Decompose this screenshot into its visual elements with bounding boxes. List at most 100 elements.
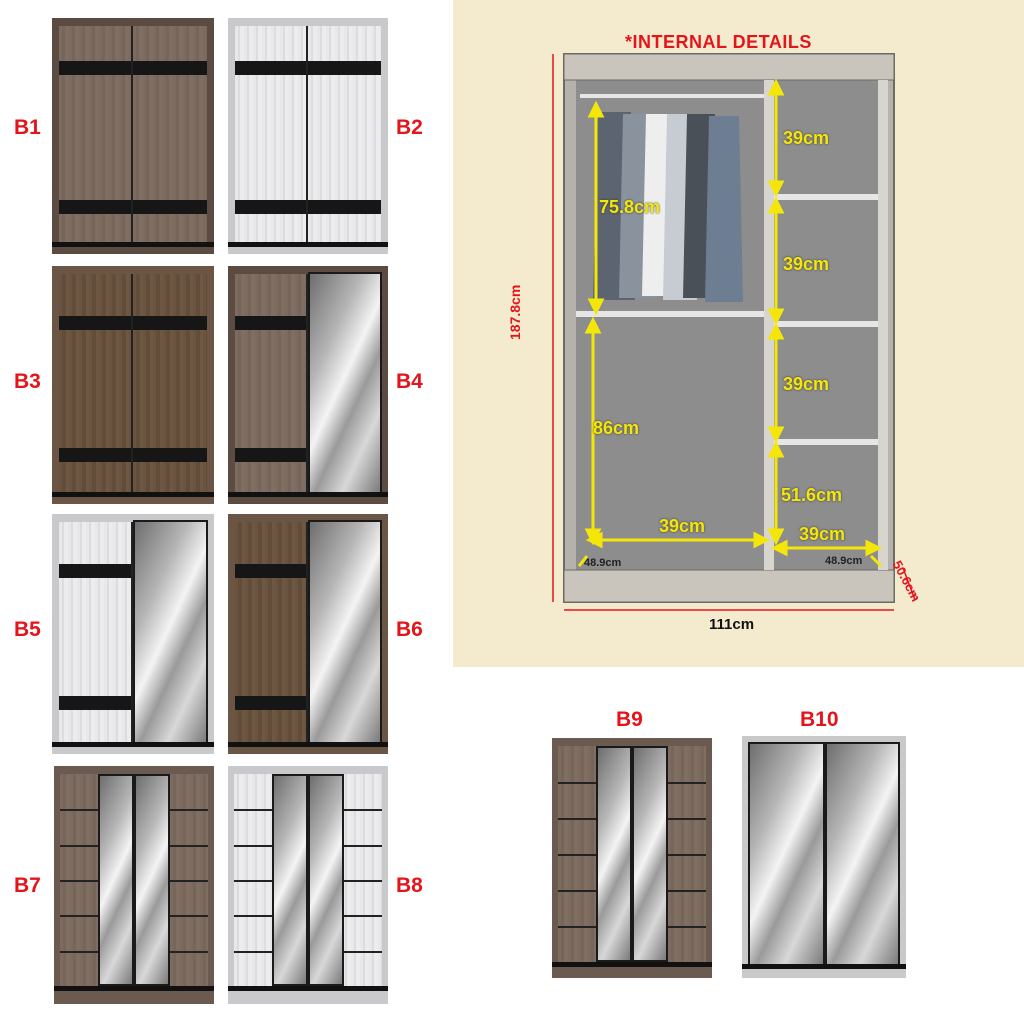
- panel-divider: [344, 880, 382, 882]
- variant-label-b5: B5: [14, 618, 41, 641]
- black-band: [133, 316, 207, 330]
- right-depth-label: 48.9cm: [825, 555, 863, 567]
- wardrobe-b2[interactable]: [228, 18, 388, 254]
- black-band: [133, 448, 207, 462]
- mirror-strip: [98, 774, 134, 986]
- mirror-door: [748, 742, 825, 966]
- shelf-2-label: 39cm: [783, 254, 830, 274]
- panel-divider: [170, 951, 208, 953]
- internal-diagram: [552, 53, 916, 611]
- panel-divider: [344, 915, 382, 917]
- panel-divider: [60, 809, 98, 811]
- mirror-door: [825, 742, 900, 966]
- panel-divider: [234, 880, 272, 882]
- sliding-door: [59, 274, 133, 494]
- black-band: [235, 448, 306, 462]
- sliding-door: [59, 522, 133, 744]
- variant-label-b3: B3: [14, 370, 41, 393]
- shelf: [774, 194, 878, 200]
- sliding-door: [235, 522, 308, 744]
- black-band: [235, 696, 306, 710]
- panel-divider: [234, 915, 272, 917]
- panel-divider: [668, 782, 706, 784]
- bottom-rail: [228, 986, 388, 991]
- panel-divider: [234, 809, 272, 811]
- black-band: [59, 316, 131, 330]
- black-band: [235, 564, 306, 578]
- panel-divider: [170, 809, 208, 811]
- top-board: [563, 53, 895, 81]
- mirror-strip: [272, 774, 308, 986]
- black-band: [235, 200, 306, 214]
- wardrobe-b1[interactable]: [52, 18, 214, 254]
- panel-divider: [558, 782, 596, 784]
- mirror-door: [308, 520, 382, 744]
- panel-divider: [170, 845, 208, 847]
- variant-label-b9: B9: [616, 708, 643, 731]
- black-band: [235, 316, 306, 330]
- mirror-strip: [134, 774, 170, 986]
- shelf: [774, 321, 878, 327]
- panel-divider: [60, 915, 98, 917]
- right-side-panel: [878, 80, 888, 570]
- black-band: [235, 61, 306, 75]
- black-band: [59, 696, 131, 710]
- black-band: [133, 200, 207, 214]
- bottom-compartment-label: 51.6cm: [781, 485, 843, 505]
- wardrobe-b8[interactable]: [228, 766, 388, 1004]
- sliding-door: [133, 26, 207, 244]
- black-band: [59, 448, 131, 462]
- shelf-1-label: 39cm: [783, 128, 830, 148]
- right-width-label: 39cm: [799, 524, 846, 544]
- wardrobe-b4[interactable]: [228, 266, 388, 504]
- panel-divider: [668, 890, 706, 892]
- mirror-strip: [632, 746, 668, 962]
- bottom-rail: [552, 962, 712, 967]
- sliding-door: [59, 26, 133, 244]
- wardrobe-b5[interactable]: [52, 514, 214, 754]
- left-width-label: 39cm: [659, 516, 706, 536]
- wardrobe-b3[interactable]: [52, 266, 214, 504]
- internal-title: *INTERNAL DETAILS: [625, 32, 812, 52]
- shelf-3-label: 39cm: [783, 374, 830, 394]
- panel-divider: [344, 809, 382, 811]
- black-band: [133, 61, 207, 75]
- panel-divider: [60, 880, 98, 882]
- dimension-arrows: [577, 78, 883, 568]
- internal-details-panel: *INTERNAL DETAILS 187.8cm 111cm 50.6cm 7…: [453, 0, 1024, 667]
- bottom-rail: [228, 242, 388, 247]
- black-band: [308, 200, 381, 214]
- variant-label-b1: B1: [14, 116, 41, 139]
- bottom-rail: [742, 964, 906, 969]
- bottom-board: [563, 569, 895, 603]
- bottom-rail: [228, 492, 388, 497]
- panel-divider: [170, 915, 208, 917]
- sliding-door: [235, 274, 308, 494]
- panel-divider: [558, 890, 596, 892]
- bottom-rail: [52, 742, 214, 747]
- variant-label-b10: B10: [800, 708, 839, 731]
- wardrobe-b6[interactable]: [228, 514, 388, 754]
- panel-divider: [558, 818, 596, 820]
- mirror-strip: [308, 774, 344, 986]
- mirror-strip: [596, 746, 632, 962]
- variant-label-b2: B2: [396, 116, 423, 139]
- panel-divider: [170, 880, 208, 882]
- panel-divider: [344, 951, 382, 953]
- mirror-door: [133, 520, 208, 744]
- panel-divider: [60, 951, 98, 953]
- center-divider: [764, 80, 774, 570]
- variant-label-b6: B6: [396, 618, 423, 641]
- sliding-door: [308, 26, 381, 244]
- panel-divider: [234, 951, 272, 953]
- outer-dimension-lines: [552, 54, 916, 611]
- wardrobe-b10[interactable]: [742, 736, 906, 978]
- wardrobe-b9[interactable]: [552, 738, 712, 978]
- wardrobe-b7[interactable]: [54, 766, 214, 1004]
- height-dimension: 187.8cm: [507, 284, 523, 340]
- black-band: [59, 564, 131, 578]
- width-dimension: 111cm: [709, 616, 755, 633]
- panel-divider: [234, 845, 272, 847]
- middle-shelf: [576, 311, 764, 317]
- mirror-door: [308, 272, 382, 494]
